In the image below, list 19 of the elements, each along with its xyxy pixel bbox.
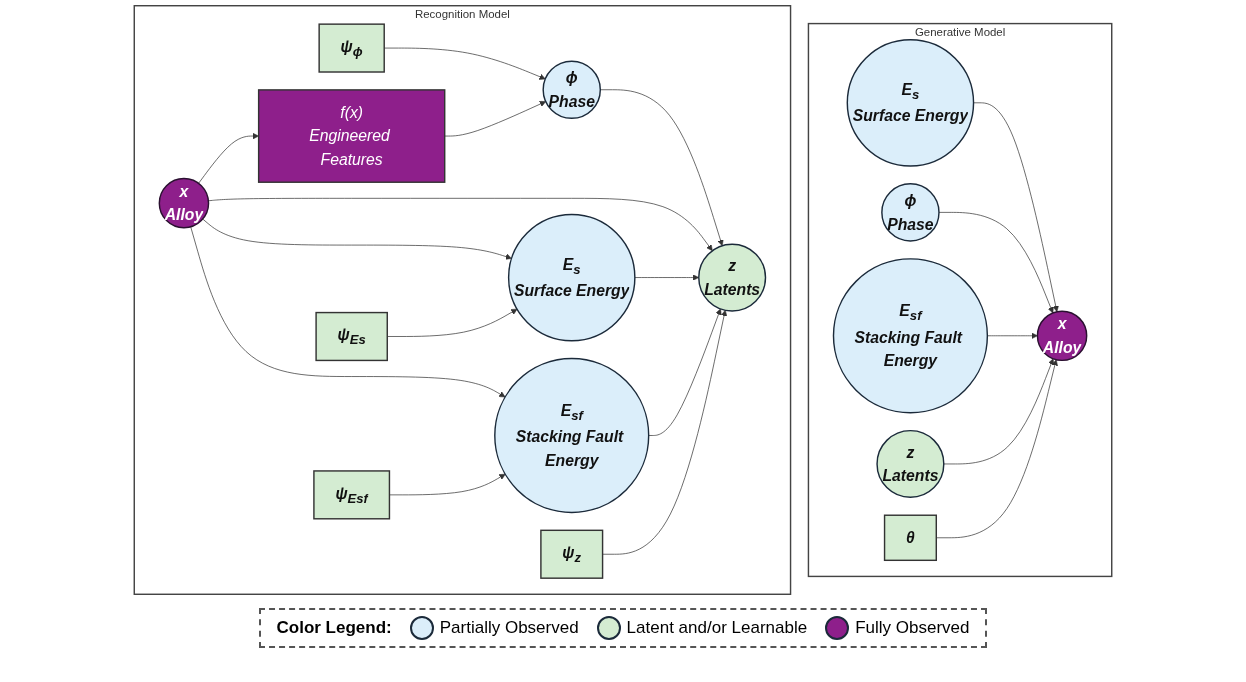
legend-label: Partially Observed bbox=[439, 618, 579, 638]
legend-label: Fully Observed bbox=[855, 618, 970, 638]
node-circle: z Latents bbox=[698, 243, 767, 312]
node-circle: z Latents bbox=[876, 429, 945, 499]
legend-title: Color Legend: bbox=[276, 618, 392, 638]
node-circle: x Alloy bbox=[158, 177, 210, 229]
node-circle: E$_{sf}$ Stacking Fault Energy bbox=[832, 258, 989, 414]
node-circle: E$_{s}$ Surface Energy bbox=[507, 213, 636, 342]
node-circle: E$_{s}$ Surface Energy bbox=[846, 38, 975, 167]
node-circle: E$_{sf}$ Stacking Fault Energy bbox=[494, 357, 650, 514]
node-box: ψ$_{ϕ}$ bbox=[318, 23, 385, 73]
node-box: f(x) Engineered Features bbox=[257, 89, 446, 183]
node-circle: ϕ Phase bbox=[881, 183, 940, 242]
node-box: θ bbox=[883, 514, 937, 562]
node-box: ψ$_{z}$ bbox=[540, 529, 604, 579]
node-circle: ϕ Phase bbox=[542, 60, 602, 120]
legend-label: Latent and/or Learnable bbox=[626, 618, 808, 638]
node-box: ψ$_{Es}$ bbox=[315, 311, 388, 362]
node-circle: x Alloy bbox=[1036, 310, 1088, 362]
